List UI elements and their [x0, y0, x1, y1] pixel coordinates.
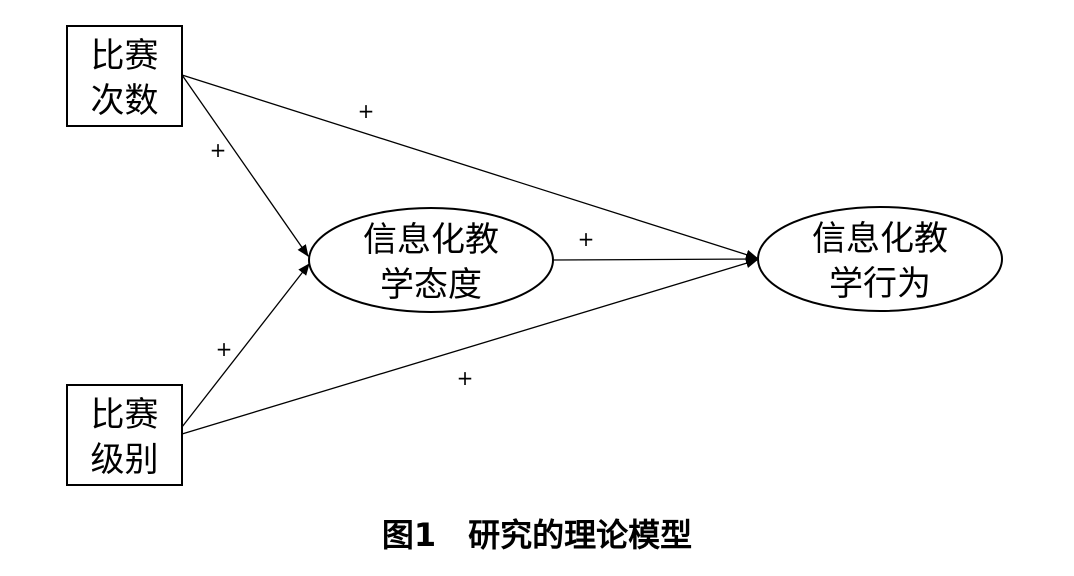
node-competition-count-line2: 次数: [91, 81, 159, 121]
sign-count-to-attitude: +: [210, 138, 227, 162]
node-competition-level-line2: 级别: [91, 440, 159, 480]
node-competition-count-line1: 比赛: [91, 36, 159, 76]
sign-level-to-attitude: +: [216, 337, 233, 361]
edge-level-to-attitude: [181, 263, 310, 428]
node-teaching-behavior-line1: 信息化教: [812, 219, 948, 259]
node-competition-count: 比赛 次数: [66, 25, 183, 127]
node-teaching-behavior: 信息化教 学行为: [757, 206, 1003, 312]
sign-count-to-behavior: +: [358, 99, 375, 123]
edge-attitude-to-behavior: [552, 254, 758, 265]
node-competition-level: 比赛 级别: [66, 384, 183, 486]
edge-count-to-attitude: [181, 74, 309, 257]
sign-attitude-to-behavior: +: [578, 227, 595, 251]
node-teaching-attitude: 信息化教 学态度: [308, 207, 554, 313]
figure-caption: 图1 研究的理论模型: [381, 516, 693, 554]
edge-count-to-behavior: [181, 74, 758, 260]
node-teaching-attitude-line2: 学态度: [380, 265, 482, 305]
node-teaching-behavior-line2: 学行为: [829, 264, 931, 304]
node-teaching-attitude-line1: 信息化教: [363, 220, 499, 260]
edge-level-to-behavior: [181, 258, 758, 435]
sign-level-to-behavior: +: [457, 366, 474, 390]
node-competition-level-line1: 比赛: [91, 395, 159, 435]
